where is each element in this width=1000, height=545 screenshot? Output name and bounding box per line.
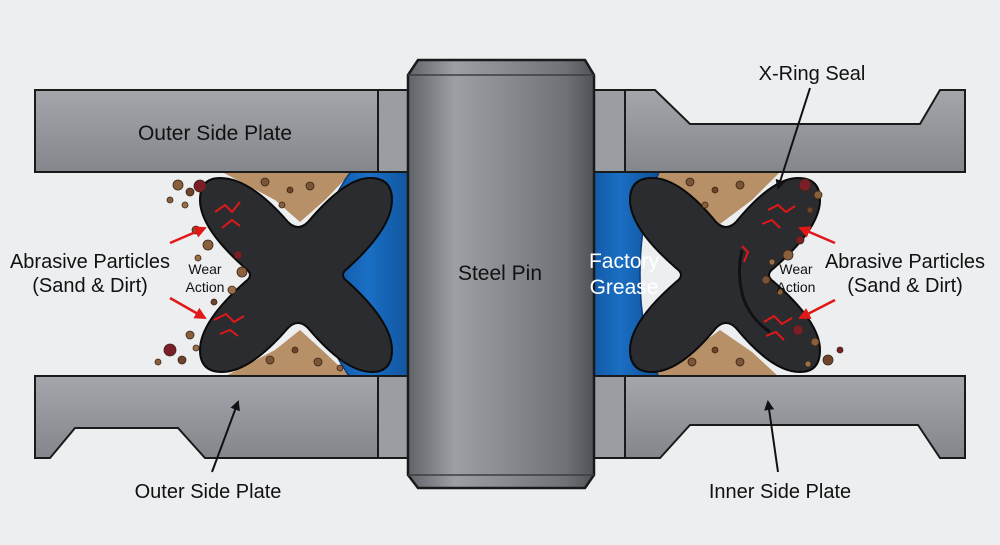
arrows-abrasive-right	[798, 226, 836, 320]
arrow-x-ring-seal	[775, 87, 811, 190]
wear-cracks-left	[213, 201, 245, 337]
label-wear-right-line2: Action	[777, 279, 816, 295]
sand-fill-right	[650, 172, 780, 378]
wear-cracks-right	[741, 203, 796, 341]
label-outer-side-plate-bottom: Outer Side Plate	[135, 481, 282, 503]
label-abrasive-left-line2: (Sand & Dirt)	[32, 275, 148, 297]
label-abrasive-right-line2: (Sand & Dirt)	[847, 275, 963, 297]
inner-side-plate-bottom	[589, 375, 966, 459]
label-outer-side-plate-top: Outer Side Plate	[138, 122, 292, 145]
label-abrasive-left-line1: Abrasive Particles	[10, 251, 170, 273]
label-inner-side-plate: Inner Side Plate	[709, 481, 851, 503]
steel-pin	[406, 58, 596, 490]
label-steel-pin: Steel Pin	[458, 262, 542, 285]
label-wear-left-line2: Action	[186, 279, 225, 295]
x-ring-seal-left	[198, 176, 394, 374]
arrows-abrasive-left	[169, 226, 207, 320]
label-wear-right-line1: Wear	[779, 261, 813, 277]
label-factory-grease-line1: Factory	[589, 250, 660, 273]
arrow-outer-side-plate-bottom	[211, 400, 240, 473]
label-factory-grease-line2: Grease	[590, 276, 659, 299]
abrasive-particles-right	[685, 177, 844, 368]
outer-side-plate-top	[34, 89, 411, 173]
inner-side-plate-top	[589, 89, 966, 173]
arrow-inner-side-plate	[764, 400, 779, 473]
label-abrasive-right-line1: Abrasive Particles	[825, 251, 985, 273]
label-x-ring-seal: X-Ring Seal	[759, 63, 866, 85]
label-wear-left-line1: Wear	[188, 261, 222, 277]
